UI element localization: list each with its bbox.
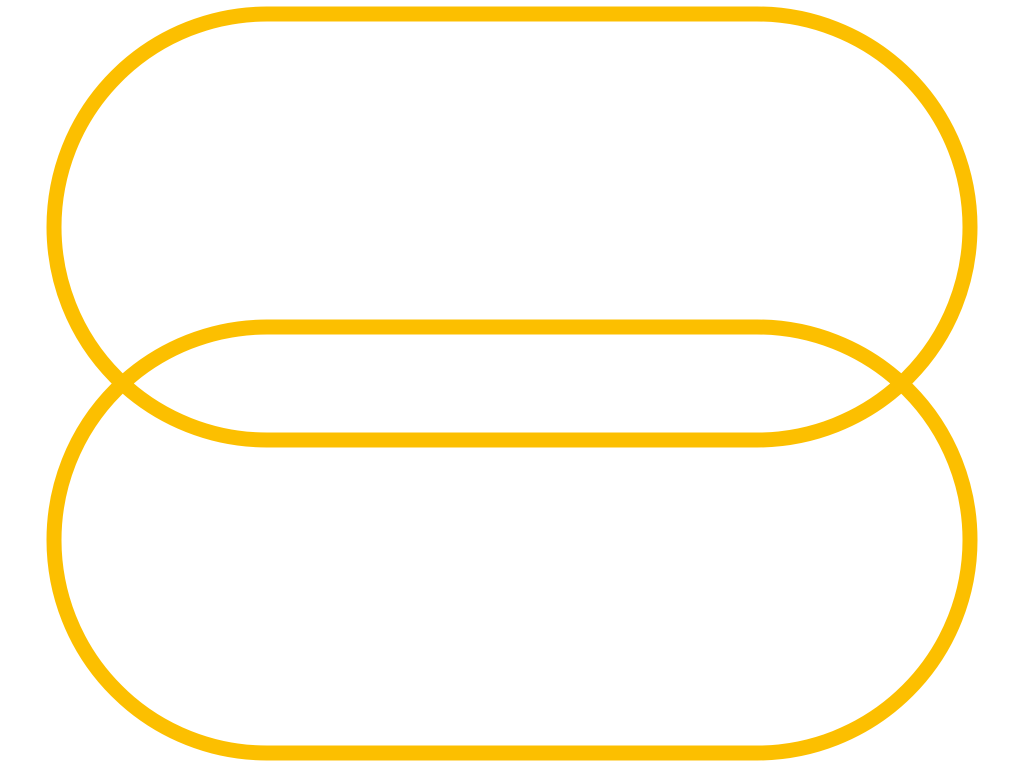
- upper-ring: [46, 6, 978, 448]
- lower-ring-group: [46, 319, 978, 761]
- upper-ring-group: [46, 6, 978, 448]
- lower-ring: [46, 319, 978, 761]
